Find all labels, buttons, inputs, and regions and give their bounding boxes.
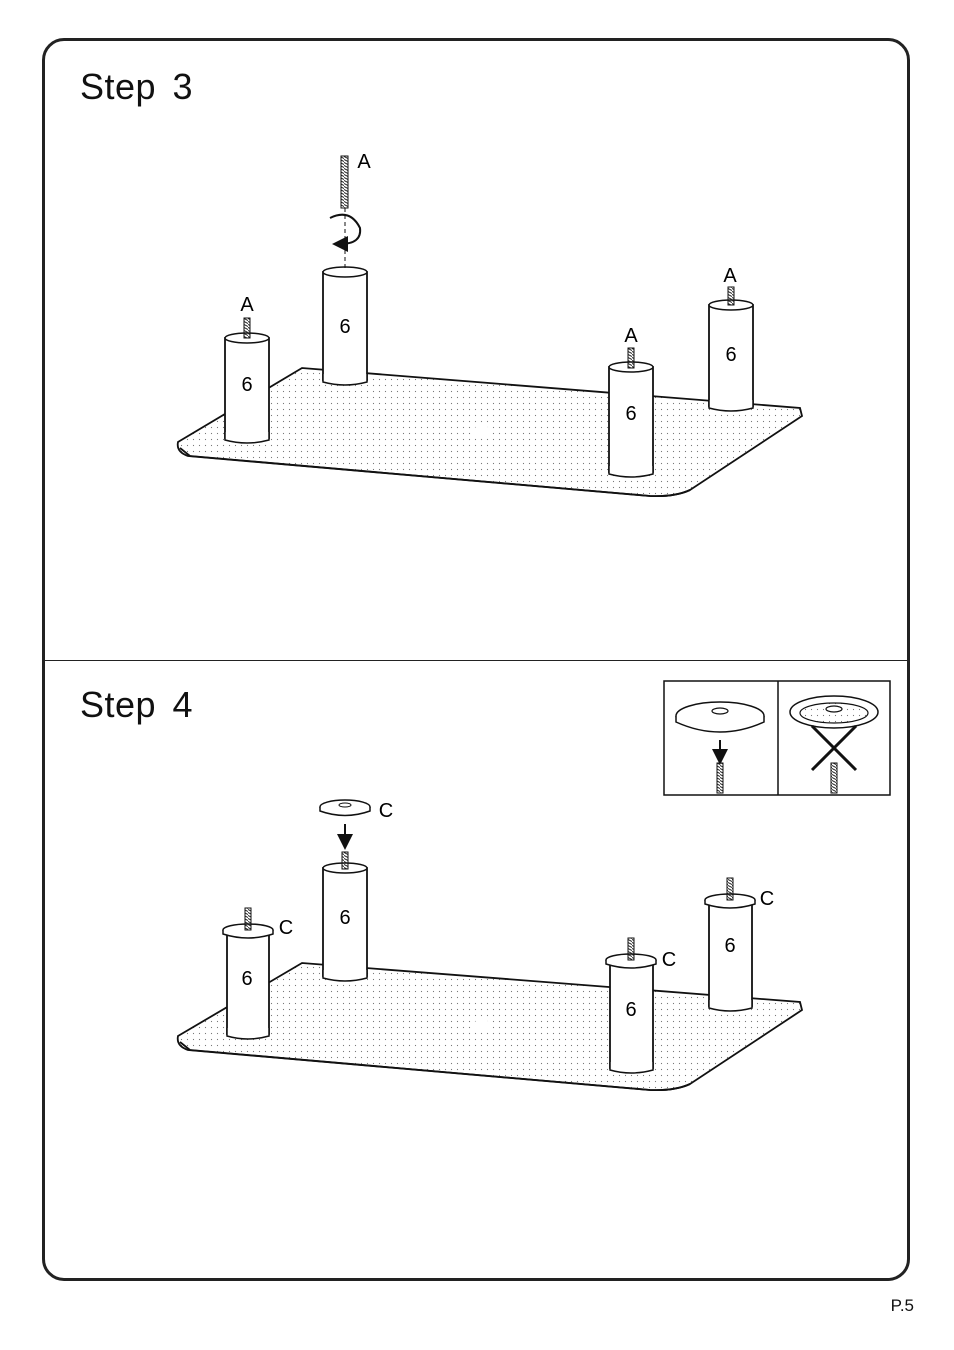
bolt-icon	[831, 763, 837, 793]
screw-a	[728, 287, 734, 305]
step-3-diagram: 6 A 6 A 6 A 6 A	[178, 151, 802, 496]
leg-6: 6	[323, 863, 367, 981]
leg-6: 6	[705, 894, 755, 1011]
leg-6: 6	[223, 924, 273, 1039]
screw-a	[727, 878, 733, 900]
screw-a	[341, 156, 348, 208]
glide-label: C	[379, 800, 393, 822]
glide-c	[320, 800, 370, 816]
leg-6: 6	[225, 333, 269, 443]
glide-label: C	[279, 917, 293, 939]
bolt-icon	[717, 763, 723, 793]
page-number: P.5	[891, 1296, 914, 1316]
screw-a	[628, 938, 634, 960]
leg-label: 6	[725, 344, 736, 366]
leg-label: 6	[241, 374, 252, 396]
screw-label: A	[624, 325, 638, 347]
leg-6: 6	[609, 362, 653, 477]
screw-a	[342, 852, 348, 869]
glide-label: C	[760, 888, 774, 910]
step-4-diagram: C 6 6 C 6 C	[178, 681, 890, 1090]
leg-6: 6	[323, 267, 367, 385]
screw-a	[628, 348, 634, 368]
screw-label: A	[240, 294, 254, 316]
glide-label: C	[662, 949, 676, 971]
leg-label: 6	[625, 999, 636, 1021]
leg-label: 6	[339, 316, 350, 338]
leg-label: 6	[724, 935, 735, 957]
screw-a	[244, 318, 250, 338]
glide-orientation-inset	[664, 681, 890, 795]
screw-label: A	[357, 151, 371, 173]
screw-a	[245, 908, 251, 930]
leg-6: 6	[606, 954, 656, 1073]
leg-label: 6	[339, 907, 350, 929]
screw-label: A	[723, 265, 737, 287]
leg-label: 6	[625, 403, 636, 425]
leg-label: 6	[241, 968, 252, 990]
leg-6: 6	[709, 300, 753, 411]
